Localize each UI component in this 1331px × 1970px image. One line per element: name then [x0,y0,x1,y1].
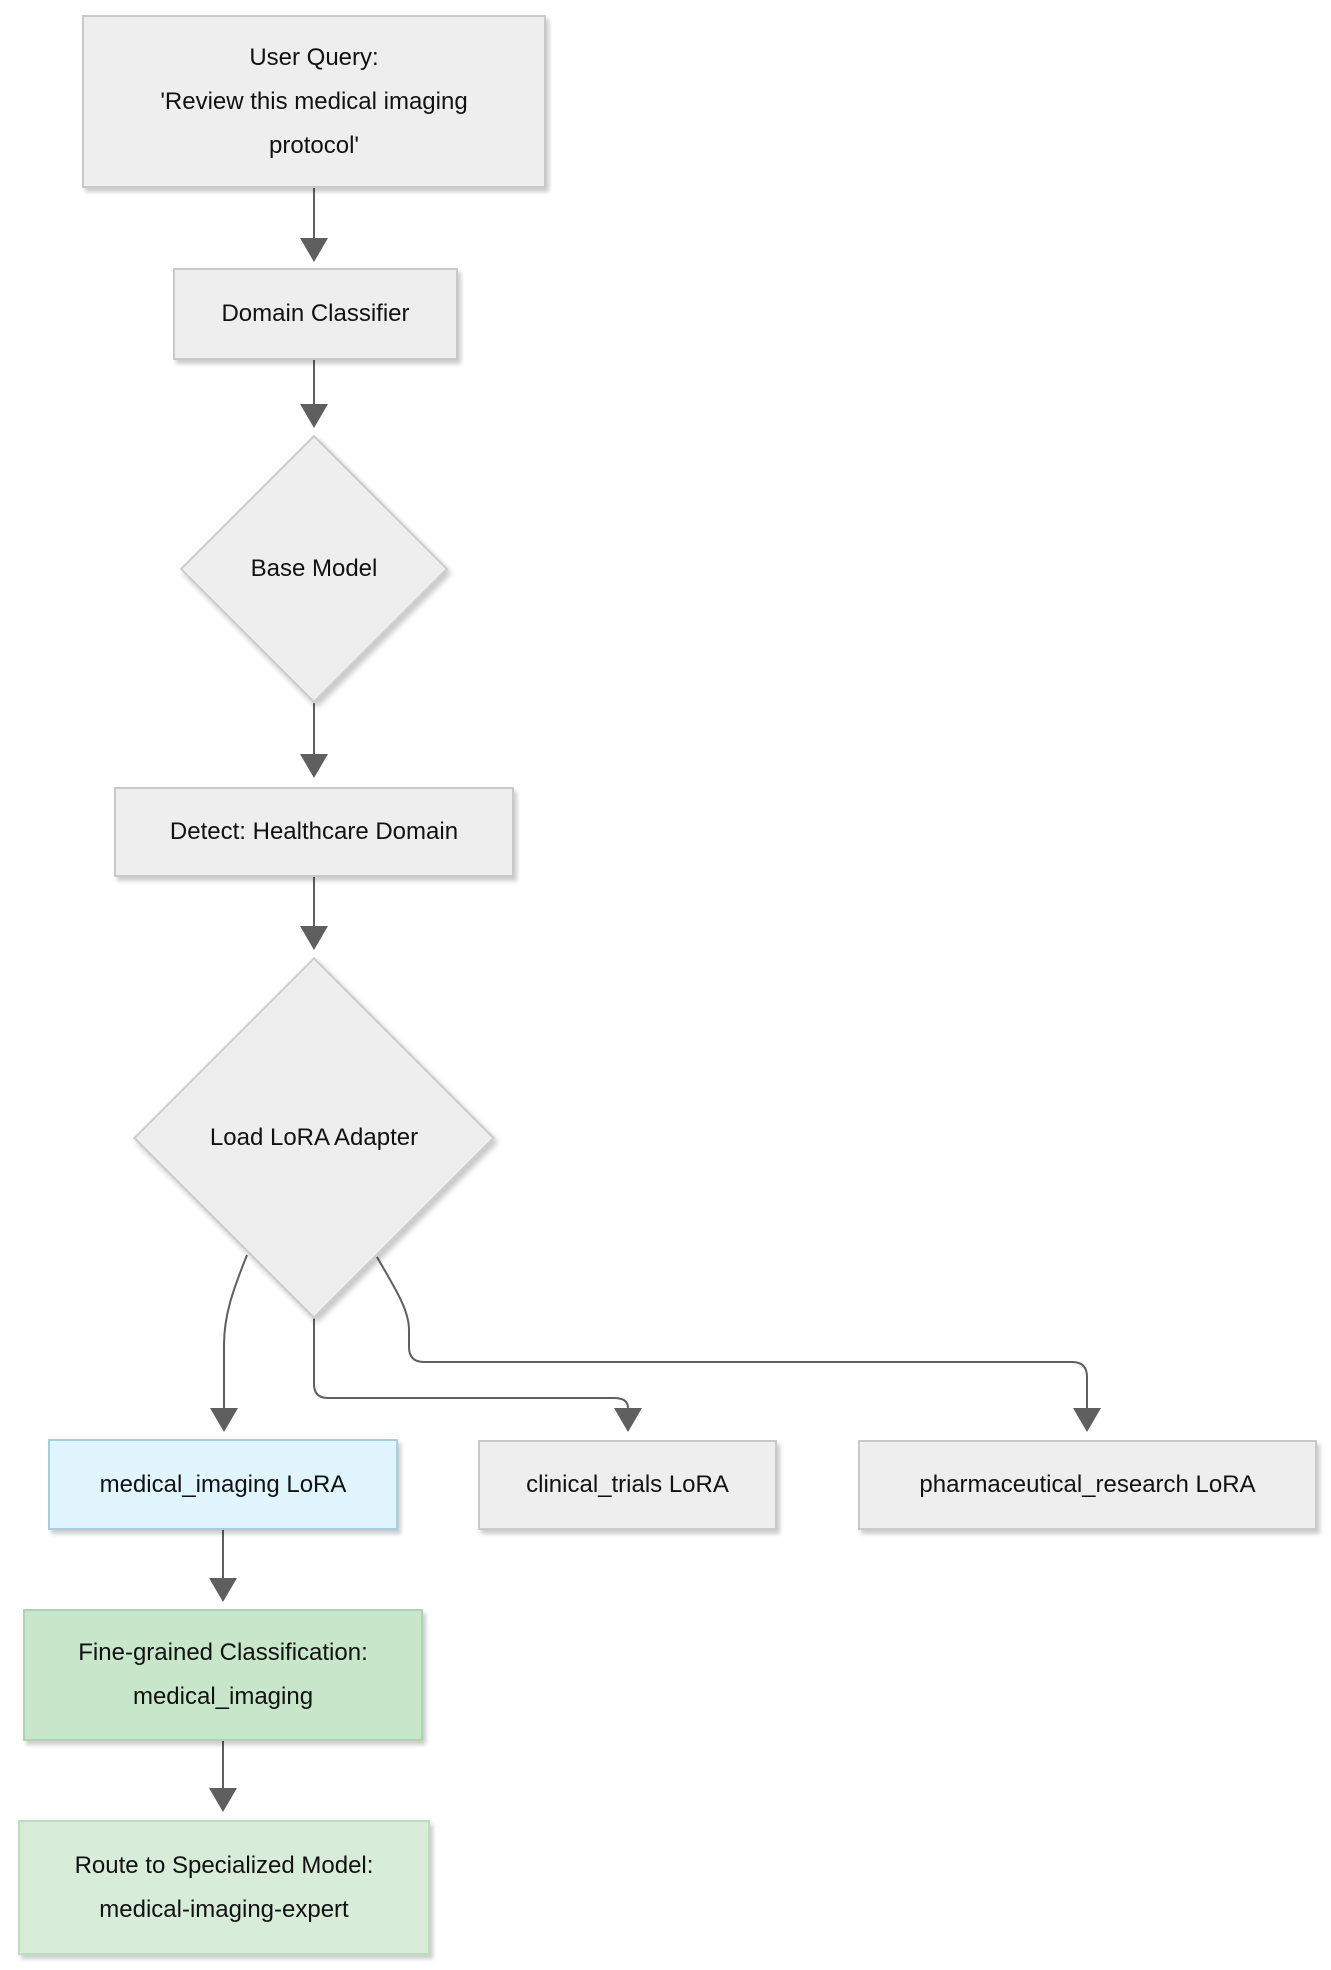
node-domain-classifier-label: Domain Classifier [221,300,410,327]
arrowhead-fine-grained [209,1578,237,1602]
node-base-model: Base Model [179,434,449,704]
node-medical-imaging-lora-label: medical_imaging LoRA [99,1470,347,1498]
arrowhead-clinical-trials [614,1408,642,1432]
arrowhead-domain-classifier [300,238,328,262]
node-fine-grained-classification: Fine-grained Classification:medical_imag… [23,1609,423,1741]
node-load-lora-adapter: Load LoRA Adapter [132,956,496,1320]
node-clinical-trials-lora: clinical_trials LoRA [478,1440,777,1530]
edge-load-lora-to-clinical-trials [313,1318,629,1409]
node-clinical-trials-lora-label: clinical_trials LoRA [526,1471,729,1498]
arrowhead-base-model [300,404,328,428]
node-fine-grained-classification-label: Fine-grained Classification:medical_imag… [78,1639,368,1710]
node-base-model-label: Base Model [250,555,378,582]
node-load-lora-adapter-label: Load LoRA Adapter [209,1124,419,1151]
node-route-to-specialized-model-label: Route to Specialized Model:medical-imagi… [74,1851,374,1923]
arrowhead-route [209,1788,237,1812]
node-domain-classifier: Domain Classifier [173,268,458,360]
node-medical-imaging-lora: medical_imaging LoRA [48,1439,398,1530]
node-pharmaceutical-research-lora: pharmaceutical_research LoRA [858,1440,1317,1530]
node-detect-healthcare-domain: Detect: Healthcare Domain [114,787,514,877]
arrowhead-pharmaceutical [1073,1408,1101,1432]
arrowhead-detect [300,754,328,778]
arrowhead-medical-imaging [210,1408,238,1432]
node-detect-healthcare-domain-label: Detect: Healthcare Domain [169,818,459,845]
arrowhead-load-lora [300,926,328,950]
node-pharmaceutical-research-lora-label: pharmaceutical_research LoRA [919,1471,1256,1498]
node-route-to-specialized-model: Route to Specialized Model:medical-imagi… [18,1820,430,1955]
edge-load-lora-to-medical-imaging [223,1254,248,1408]
edge-load-lora-to-pharmaceutical [376,1256,1088,1408]
